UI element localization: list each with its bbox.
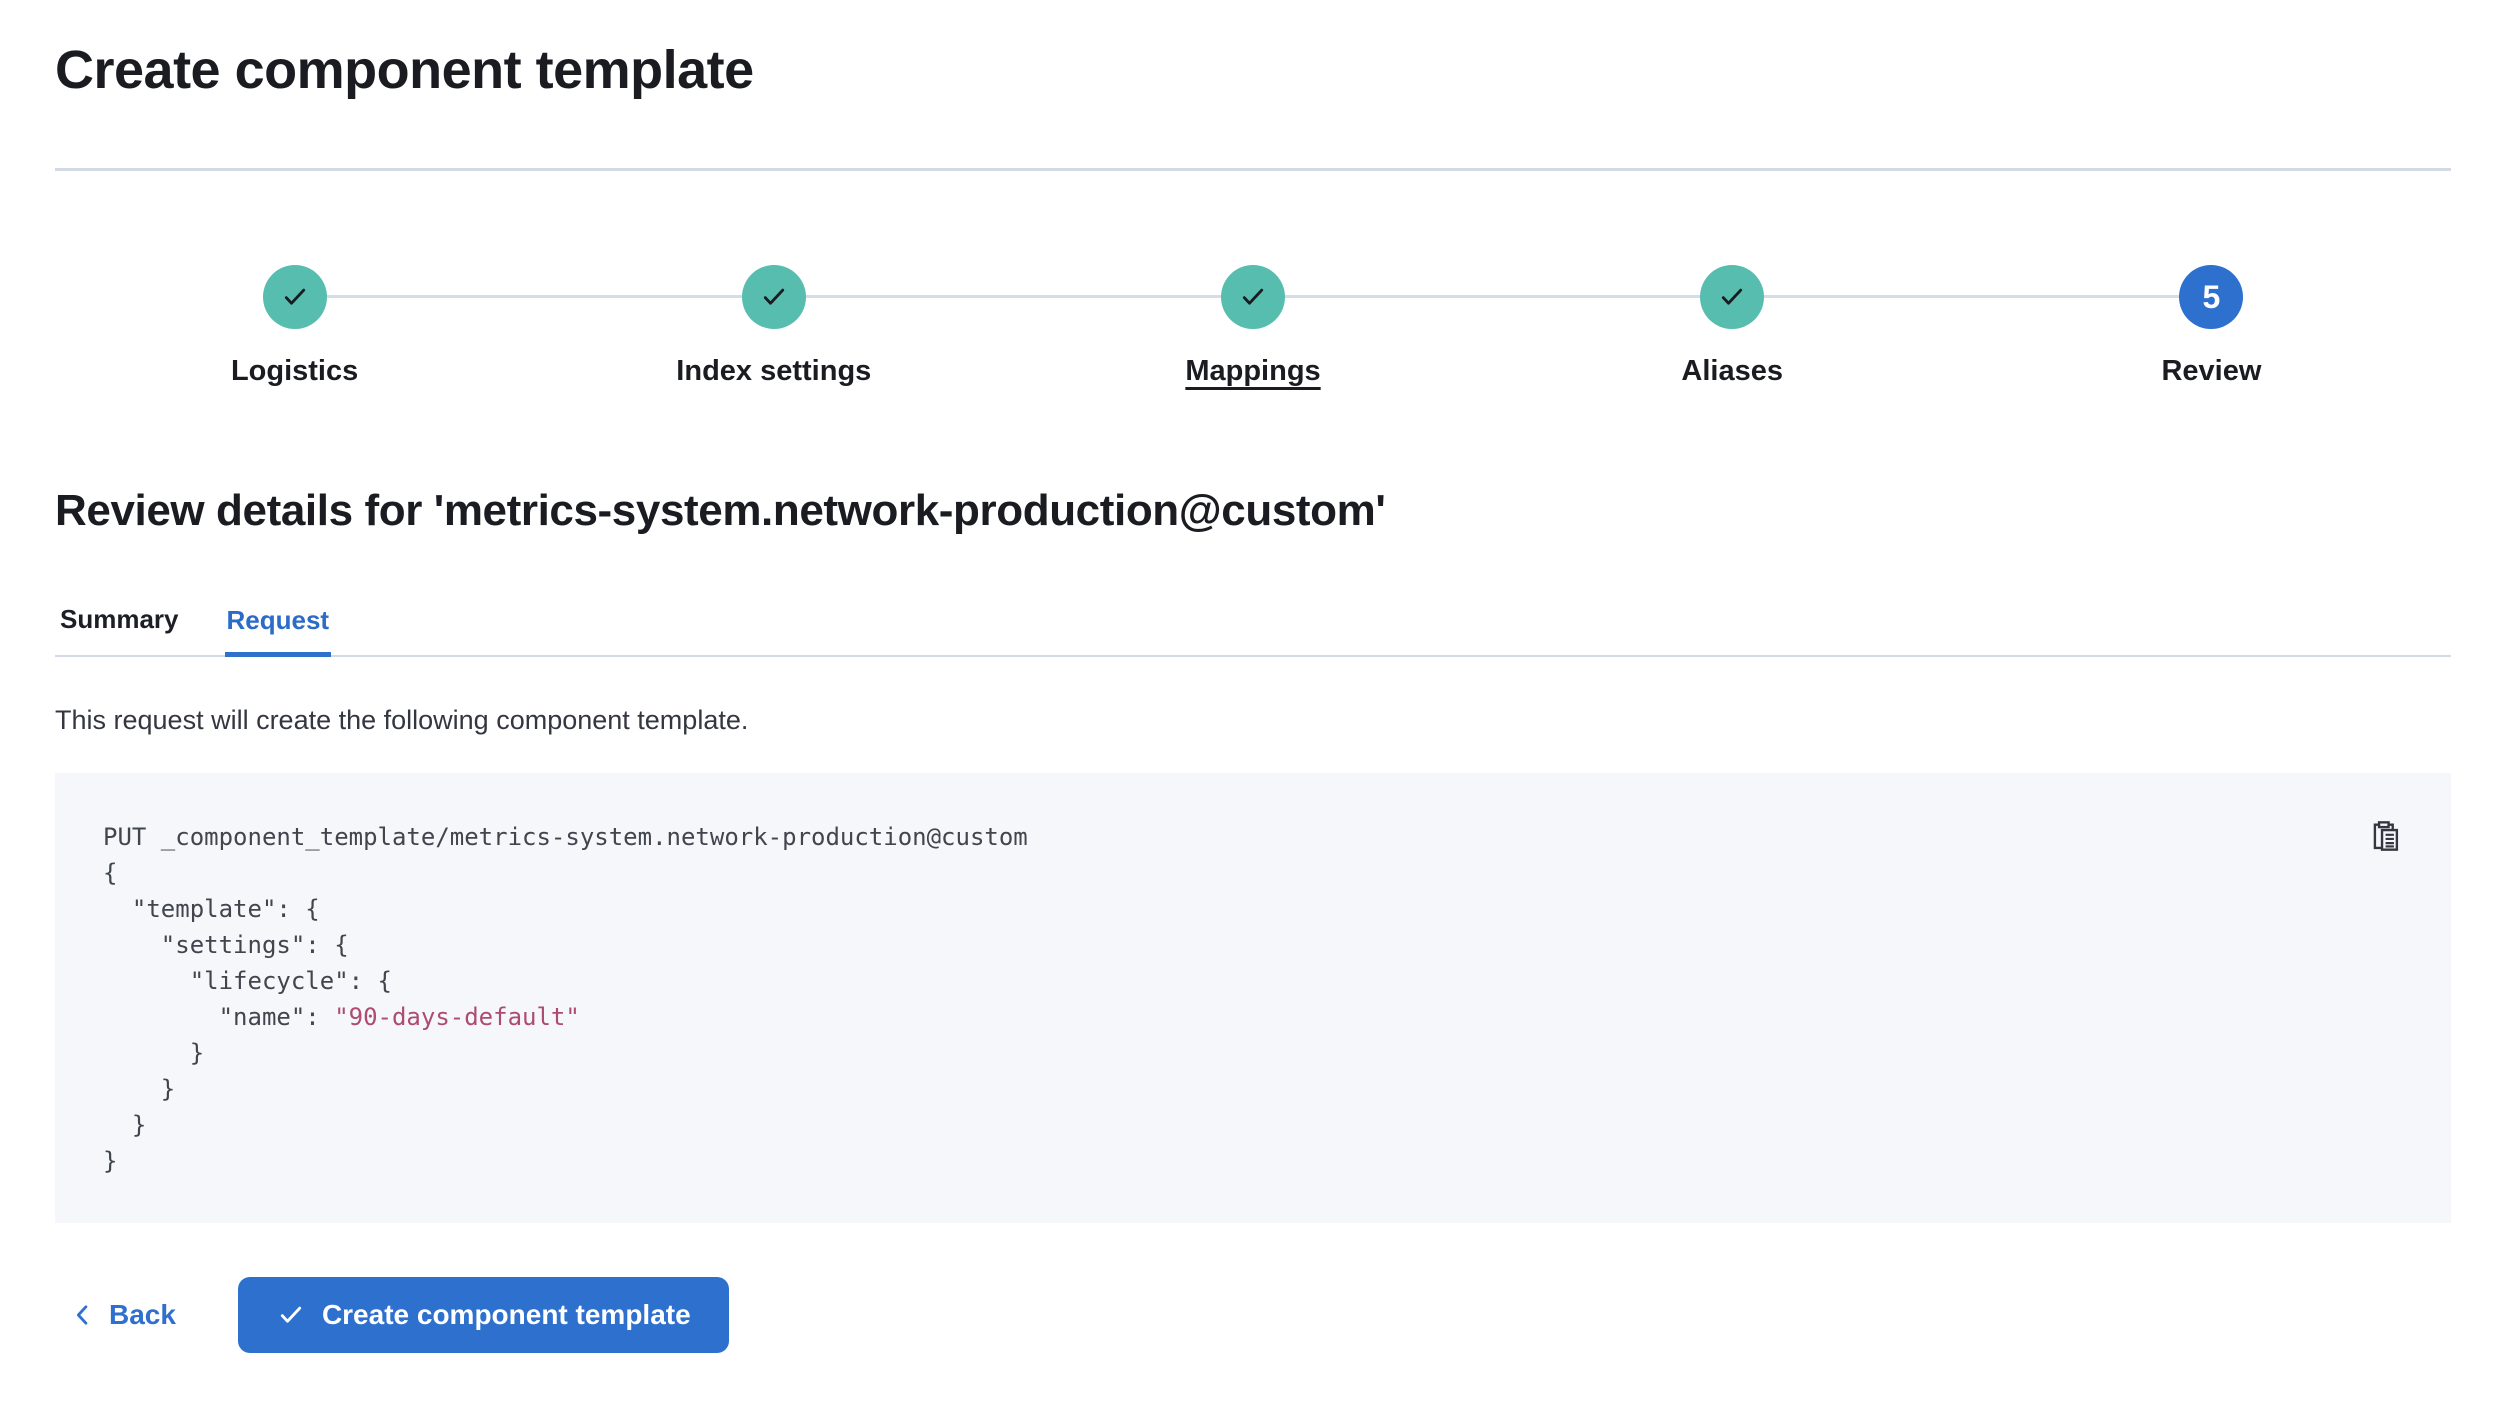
step-label: Index settings xyxy=(676,355,872,387)
code-name-value: "90-days-default" xyxy=(334,1003,580,1031)
back-button-label: Back xyxy=(109,1299,176,1330)
request-description: This request will create the following c… xyxy=(55,705,749,735)
horizontal-stepper: Logistics Index settings Mappings xyxy=(55,265,2451,389)
review-details-heading: Review details for 'metrics-system.netwo… xyxy=(55,486,1386,535)
check-icon xyxy=(1717,282,1747,312)
create-component-template-page: Create component template Logistics Inde… xyxy=(0,38,2506,1353)
step-complete-circle xyxy=(741,265,806,329)
check-icon xyxy=(280,282,310,312)
code-line: "lifecycle": { xyxy=(103,967,392,995)
tab-request[interactable]: Request xyxy=(224,603,332,657)
code-line: } xyxy=(103,1147,118,1175)
create-button-label: Create component template xyxy=(321,1299,691,1330)
code-line: "template": { xyxy=(103,895,320,923)
code-line: PUT _component_template/metrics-system.n… xyxy=(103,823,1028,851)
code-name-key: "name": xyxy=(103,1003,335,1031)
copy-clipboard-icon xyxy=(2366,817,2404,855)
copy-to-clipboard-button[interactable] xyxy=(2365,817,2405,857)
step-complete-circle xyxy=(262,265,327,329)
code-line: { xyxy=(103,859,118,887)
step-mappings[interactable]: Mappings xyxy=(1013,265,1492,389)
code-line: "settings": { xyxy=(103,931,349,959)
title-divider xyxy=(55,168,2451,171)
step-number: 5 xyxy=(2202,278,2221,315)
back-button[interactable]: Back xyxy=(55,1299,176,1331)
check-icon xyxy=(759,282,789,312)
create-component-template-button[interactable]: Create component template xyxy=(237,1277,729,1353)
page-title: Create component template xyxy=(55,40,754,100)
step-aliases[interactable]: Aliases xyxy=(1493,265,1972,389)
step-index-settings[interactable]: Index settings xyxy=(534,265,1013,389)
check-icon xyxy=(276,1300,306,1330)
step-label: Review xyxy=(2161,355,2262,387)
step-label: Mappings xyxy=(1185,355,1321,387)
tab-summary[interactable]: Summary xyxy=(58,603,181,655)
code-line: } xyxy=(103,1039,205,1067)
step-label: Aliases xyxy=(1681,355,1783,387)
step-logistics[interactable]: Logistics xyxy=(55,265,534,389)
request-code-block: PUT _component_template/metrics-system.n… xyxy=(55,773,2451,1223)
review-tabs: Summary Request xyxy=(55,603,2451,657)
step-label: Logistics xyxy=(230,355,359,387)
step-complete-circle xyxy=(1700,265,1765,329)
step-review[interactable]: 5 Review xyxy=(1972,265,2451,389)
chevron-left-icon xyxy=(69,1301,97,1329)
step-complete-circle xyxy=(1221,265,1285,329)
code-line: } xyxy=(103,1111,147,1139)
check-icon xyxy=(1238,282,1268,312)
code-line: } xyxy=(103,1075,176,1103)
code-line-name: "name": "90-days-default" xyxy=(103,999,2399,1035)
step-current-circle: 5 xyxy=(2179,265,2244,329)
footer-actions: Back Create component template xyxy=(55,1277,2451,1353)
